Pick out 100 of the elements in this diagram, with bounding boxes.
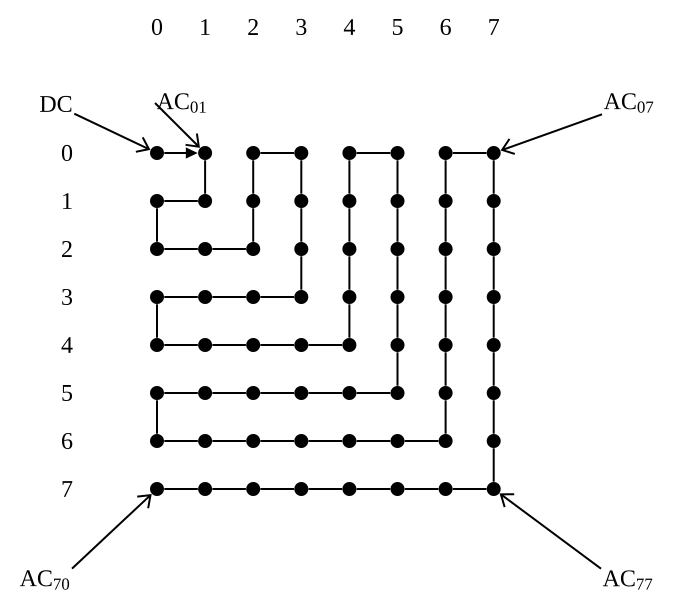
connector-line [300,160,302,194]
grid-dot [438,386,453,400]
connector-line [452,152,486,154]
row-number: 5 [62,385,72,401]
grid-dot [390,386,404,400]
arrow [71,494,152,570]
column-number: 6 [440,18,451,36]
grid-dot [438,194,453,208]
grid-dot [390,242,404,256]
column-number: 2 [248,19,258,35]
grid-dot [150,242,164,256]
connector-line [164,392,198,394]
grid-dot [150,482,164,496]
connector-line [492,352,495,386]
grid-dot [294,434,308,448]
grid-dot [486,386,501,400]
row-number: 6 [62,432,72,450]
column-number: 5 [392,19,403,35]
grid-dot [246,386,260,400]
connector-line [300,256,302,290]
grid-dot [246,338,260,352]
connector-line [164,488,198,490]
coefficient-label: AC$_{77}$ [602,570,652,590]
grid-dot [390,290,404,304]
grid-dot [486,242,501,256]
connector-line [356,152,390,154]
connector-line [164,344,198,346]
grid-dot [342,434,356,448]
grid-dot [294,146,308,160]
connector-line [260,344,294,346]
connector-line [204,160,206,194]
grid-dot [390,194,404,208]
connector-line [212,392,246,394]
grid-dot [294,338,308,352]
grid-dot [486,194,501,208]
grid-dot [438,482,453,496]
connector-line [300,208,302,242]
connector-line [356,440,390,442]
column-number: 0 [152,18,162,36]
connector-line [444,304,447,338]
grid-dot [246,482,260,496]
row-number: 2 [62,241,72,257]
connector-line [164,296,198,298]
grid-dot [294,482,308,496]
grid-dot [246,242,260,256]
grid-dot [438,146,453,160]
grid-dot [198,242,212,256]
grid-dot [342,146,356,160]
grid-dot [246,194,260,208]
connector-line [260,488,294,490]
connector-line [444,160,447,194]
row-number: 3 [62,288,72,306]
grid-dot [198,386,212,400]
grid-dot [486,482,501,496]
grid-dot [198,434,212,448]
row-number: 7 [62,481,72,497]
grid-dot [390,338,404,352]
connector-line [212,344,246,346]
connector-line [212,248,246,250]
grid-dot [150,194,164,208]
connector-line [156,304,158,338]
connector-line [492,256,495,290]
connector-line [404,440,438,442]
grid-dot [390,434,404,448]
coefficient-label: AC$_{07}$ [604,93,654,113]
column-number: 3 [296,18,306,36]
connector-line [444,400,447,434]
connector-line [492,304,495,338]
connector-line [348,256,350,290]
connector-line [156,400,158,434]
connector-line [212,488,246,490]
connector-line [260,440,294,442]
connector-line [348,304,350,338]
connector-line [156,208,158,242]
connector-line [444,208,447,242]
connector-line [492,160,495,194]
grid-dot [294,290,308,304]
column-number: 1 [201,19,210,35]
grid-dot [246,434,260,448]
connector-line [396,208,398,242]
connector-line [492,448,495,482]
connector-line [252,160,254,194]
connector-line [444,352,447,386]
arrow [74,112,150,153]
grid-dot [150,146,164,160]
connector-line [260,296,294,298]
grid-dot [486,290,501,304]
connector-line [396,304,398,338]
connector-line [444,256,447,290]
connector-line [164,200,198,202]
grid-dot [438,290,453,304]
arrow [500,113,602,155]
connector-line [348,208,350,242]
connector-line [396,256,398,290]
arrow [154,102,200,148]
connector-line [260,152,294,154]
connector-line [396,160,398,194]
arrow [500,493,602,570]
column-number: 7 [489,19,500,35]
grid-dot [150,434,164,448]
